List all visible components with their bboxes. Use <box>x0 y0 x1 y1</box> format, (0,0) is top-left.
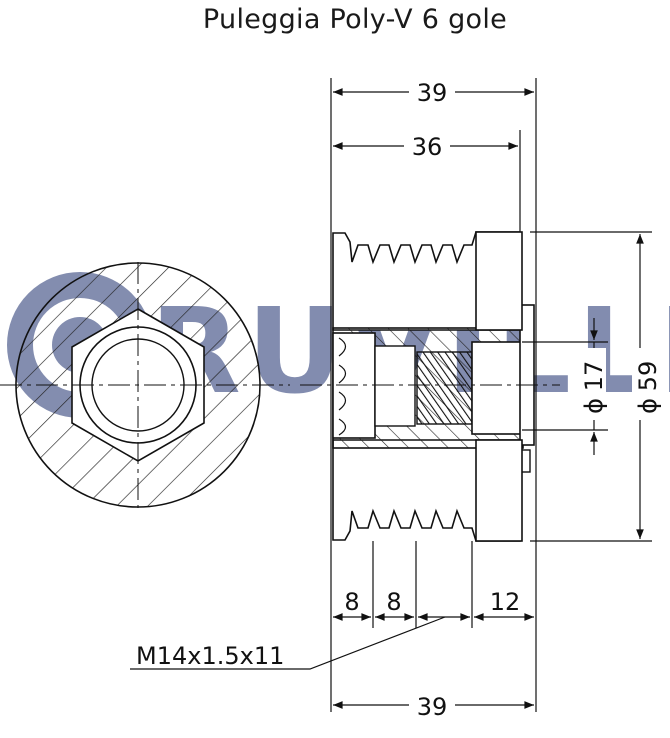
dim-12: 12 <box>490 588 521 616</box>
thread-callout: M14x1.5x11 <box>136 642 284 670</box>
diameter-symbol-59: ϕ <box>634 398 662 414</box>
thread-leader <box>130 616 446 670</box>
dim-39-top: 39 <box>417 79 448 107</box>
bore-step <box>374 345 416 427</box>
dim-17: 17 <box>580 361 608 392</box>
dim-8-b: 8 <box>386 588 401 616</box>
end-cap <box>519 304 535 446</box>
dim-8-a: 8 <box>344 588 359 616</box>
diameter-symbol-17: ϕ <box>580 398 608 414</box>
section-view <box>300 231 560 542</box>
dimensions <box>130 78 652 712</box>
bearing-boss <box>471 341 523 435</box>
dim-39-bottom: 39 <box>417 693 448 721</box>
dim-36: 36 <box>412 133 443 161</box>
dim-59: 59 <box>634 361 662 392</box>
thread-section <box>416 351 473 425</box>
end-view <box>0 262 290 508</box>
dimension-labels: 39 36 ϕ 59 ϕ 17 8 8 12 M14x1.5x11 39 <box>136 78 662 721</box>
drawing-title: Puleggia Poly-V 6 gole <box>202 4 508 35</box>
